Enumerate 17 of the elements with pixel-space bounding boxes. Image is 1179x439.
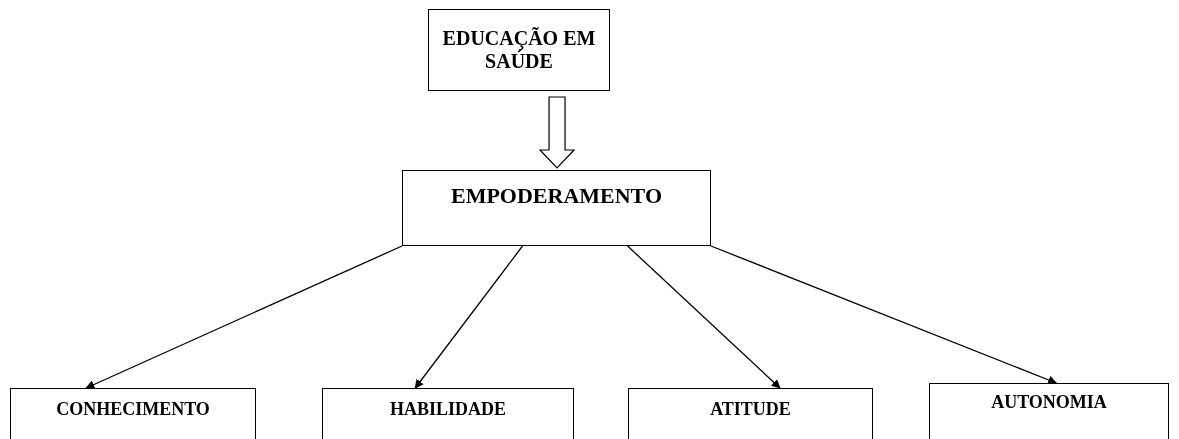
arrow [85, 245, 403, 389]
box [10, 388, 256, 439]
box-label: EDUCAÇÃO EM SAÚDE [441, 27, 597, 73]
arrow [414, 245, 524, 389]
box-label: ATITUDE [710, 399, 791, 420]
block-arrow [538, 96, 576, 169]
arrow [710, 245, 1058, 385]
box-label: EMPODERAMENTO [450, 183, 662, 209]
box-label: CONHECIMENTO [56, 399, 210, 420]
box [929, 383, 1169, 439]
box-label: HABILIDADE [390, 399, 506, 420]
box [322, 388, 574, 439]
box [402, 170, 711, 246]
box [428, 9, 610, 91]
box [628, 388, 873, 439]
box-label: AUTONOMIA [991, 392, 1107, 413]
arrow [626, 245, 781, 389]
